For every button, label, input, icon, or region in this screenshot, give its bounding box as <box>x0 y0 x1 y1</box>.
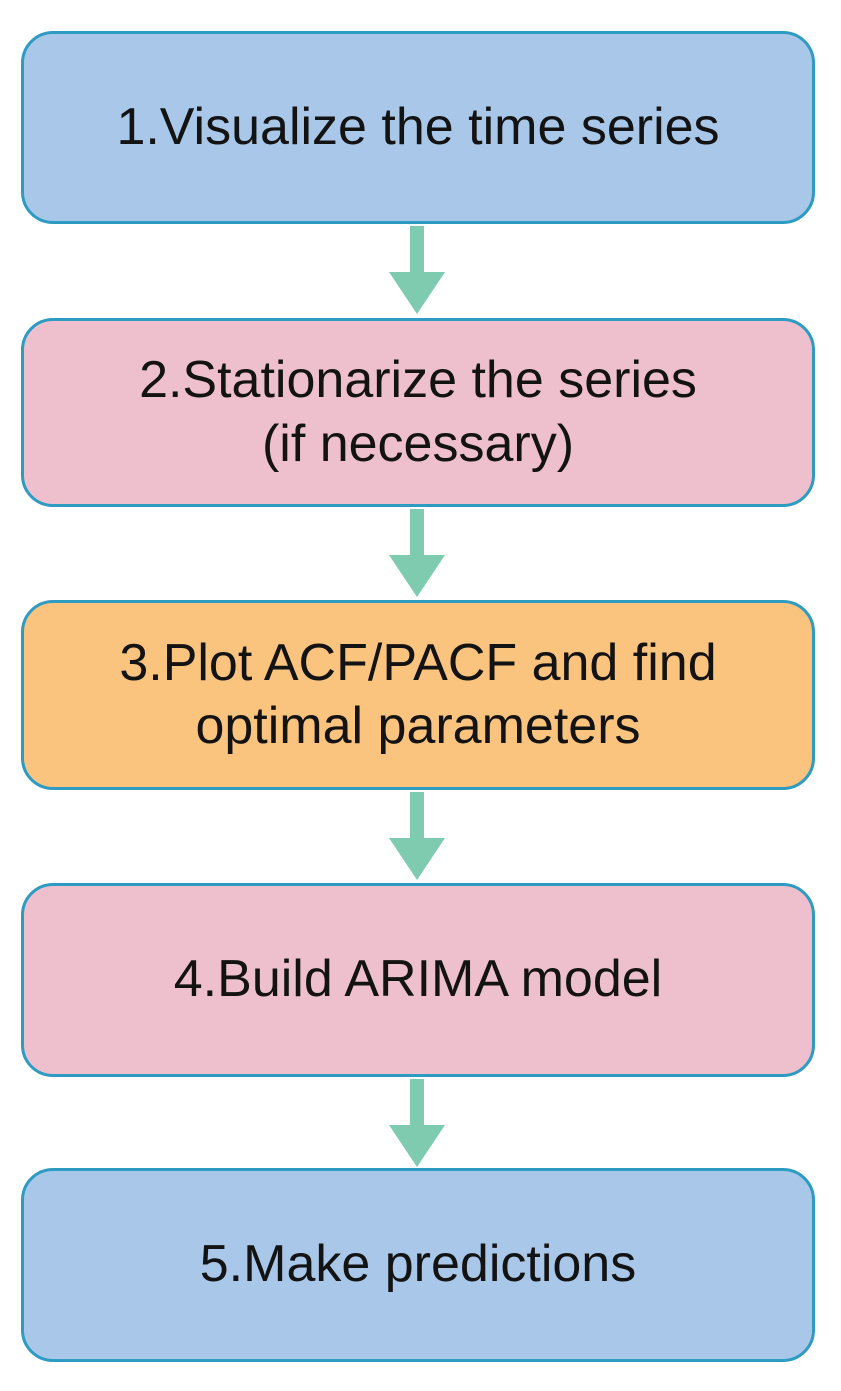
flow-step-3-label-line2: optimal parameters <box>195 697 641 755</box>
arrow-down-icon <box>389 792 445 880</box>
flow-step-2-stationarize: 2.Stationarize the series (if necessary) <box>21 318 815 507</box>
flow-step-1-label: 1.Visualize the time series <box>116 97 720 156</box>
flow-step-2-label-line2: (if necessary) <box>261 414 575 473</box>
arrow-down-icon <box>389 509 445 597</box>
arrow-down-icon <box>389 1079 445 1167</box>
flow-step-4-build-arima: 4.Build ARIMA model <box>21 883 815 1077</box>
flow-step-1-visualize: 1.Visualize the time series <box>21 31 815 224</box>
flow-step-4-label: 4.Build ARIMA model <box>173 950 663 1009</box>
flow-step-5-label: 5.Make predictions <box>199 1235 637 1294</box>
arrow-down-icon <box>389 226 445 314</box>
flow-step-3-label: 3.Plot ACF/PACF and find <box>119 633 717 692</box>
flow-step-5-make-predictions: 5.Make predictions <box>21 1168 815 1362</box>
flow-step-3-plot-acf-pacf: 3.Plot ACF/PACF and find optimal paramet… <box>21 600 815 790</box>
flow-step-2-label: 2.Stationarize the series <box>139 351 697 410</box>
